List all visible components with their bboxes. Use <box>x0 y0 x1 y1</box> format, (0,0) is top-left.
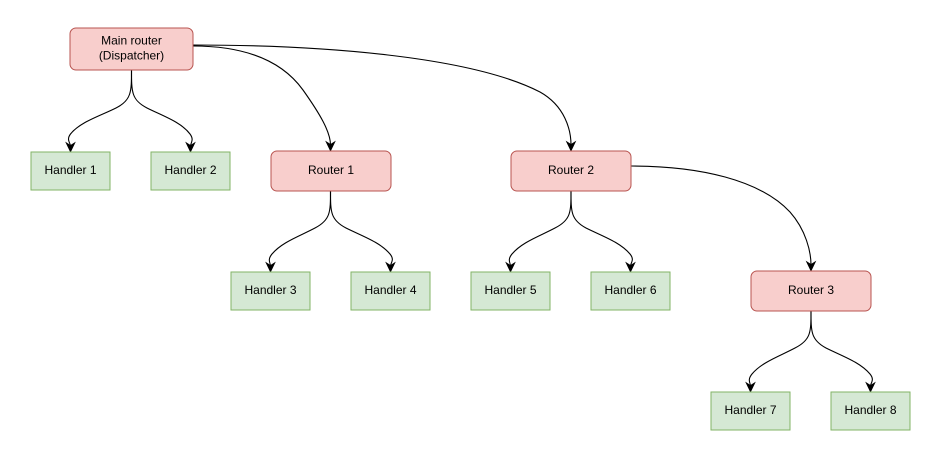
node-label-line: Handler 3 <box>244 283 296 297</box>
edge-main-router-to-router-2 <box>192 44 577 152</box>
node-handler-8[interactable]: Handler 8 <box>830 391 911 431</box>
node-handler-6[interactable]: Handler 6 <box>590 271 671 311</box>
edge-line <box>810 310 873 387</box>
edge-line <box>130 69 193 147</box>
node-router-3[interactable]: Router 3 <box>750 270 872 312</box>
edge-arrowhead-icon <box>185 141 196 153</box>
edge-router-2-to-handler-6 <box>570 190 636 273</box>
edge-line <box>570 190 633 267</box>
node-main-router[interactable]: Main router(Dispatcher) <box>69 27 194 71</box>
node-label: Handler 1 <box>44 163 96 177</box>
edge-router-3-to-handler-7 <box>745 310 812 393</box>
handler-box[interactable] <box>710 391 791 431</box>
node-label-line: Handler 5 <box>484 283 536 297</box>
node-label: Main router(Dispatcher) <box>99 34 164 63</box>
node-label: Handler 8 <box>844 403 896 417</box>
node-label-line: Handler 6 <box>604 283 656 297</box>
node-label: Router 1 <box>308 163 354 177</box>
router-box[interactable] <box>750 270 872 312</box>
node-handler-1[interactable]: Handler 1 <box>30 151 111 191</box>
edge-router-3-to-handler-8 <box>810 310 876 393</box>
edges-layer <box>65 44 876 393</box>
edge-line <box>268 190 332 267</box>
node-label-line: Handler 2 <box>164 163 216 177</box>
nodes-layer: Main router(Dispatcher) Handler 1 Handler … <box>30 27 911 431</box>
edge-line <box>748 310 812 387</box>
node-label: Router 2 <box>548 163 594 177</box>
edge-router-2-to-handler-5 <box>505 190 572 273</box>
node-label: Router 3 <box>788 283 834 297</box>
node-label-line: Handler 1 <box>44 163 96 177</box>
edge-main-router-to-router-1 <box>192 45 336 152</box>
node-label: Handler 4 <box>364 283 416 297</box>
handler-box[interactable] <box>590 271 671 311</box>
node-label-line: Main router <box>101 34 162 48</box>
edge-arrowhead-icon <box>65 141 76 153</box>
handler-box[interactable] <box>350 271 431 311</box>
handler-box[interactable] <box>30 151 111 191</box>
edge-arrowhead-icon <box>805 260 817 272</box>
node-handler-4[interactable]: Handler 4 <box>350 271 431 311</box>
node-label-line: (Dispatcher) <box>99 49 164 63</box>
edge-arrowhead-icon <box>385 261 396 273</box>
edge-router-2-to-router-3 <box>630 165 817 272</box>
edge-arrowhead-icon <box>505 261 516 273</box>
node-label: Handler 5 <box>484 283 536 297</box>
edge-arrowhead-icon <box>565 140 577 152</box>
edge-main-router-to-handler-2 <box>130 69 196 153</box>
edge-arrowhead-icon <box>745 381 756 393</box>
node-label-line: Handler 7 <box>724 403 776 417</box>
node-label: Handler 2 <box>164 163 216 177</box>
edge-line <box>67 69 133 147</box>
router-box[interactable] <box>510 150 632 192</box>
edge-line <box>192 45 332 146</box>
node-label-line: Handler 4 <box>364 283 416 297</box>
edge-arrowhead-icon <box>625 261 636 273</box>
handler-box[interactable] <box>470 271 551 311</box>
router-box[interactable] <box>270 150 392 192</box>
edge-line <box>192 44 572 146</box>
edge-line <box>508 190 572 267</box>
node-label-line: Router 1 <box>308 163 354 177</box>
handler-box[interactable] <box>150 151 231 191</box>
router-box[interactable] <box>69 27 194 71</box>
edge-arrowhead-icon <box>865 381 876 393</box>
node-label-line: Router 2 <box>548 163 594 177</box>
node-handler-3[interactable]: Handler 3 <box>230 271 311 311</box>
node-router-2[interactable]: Router 2 <box>510 150 632 192</box>
node-handler-7[interactable]: Handler 7 <box>710 391 791 431</box>
edge-arrowhead-icon <box>325 140 336 152</box>
edge-arrowhead-icon <box>265 261 276 273</box>
edge-main-router-to-handler-1 <box>65 69 133 153</box>
handler-box[interactable] <box>230 271 311 311</box>
node-label-line: Router 3 <box>788 283 834 297</box>
node-label: Handler 7 <box>724 403 776 417</box>
node-label: Handler 6 <box>604 283 656 297</box>
node-label-line: Handler 8 <box>844 403 896 417</box>
handler-box[interactable] <box>830 391 911 431</box>
node-handler-2[interactable]: Handler 2 <box>150 151 231 191</box>
node-router-1[interactable]: Router 1 <box>270 150 392 192</box>
node-label: Handler 3 <box>244 283 296 297</box>
edge-router-1-to-handler-4 <box>329 190 396 273</box>
node-handler-5[interactable]: Handler 5 <box>470 271 551 311</box>
edge-router-1-to-handler-3 <box>265 190 332 273</box>
edge-line <box>329 190 393 267</box>
edge-line <box>630 165 812 266</box>
